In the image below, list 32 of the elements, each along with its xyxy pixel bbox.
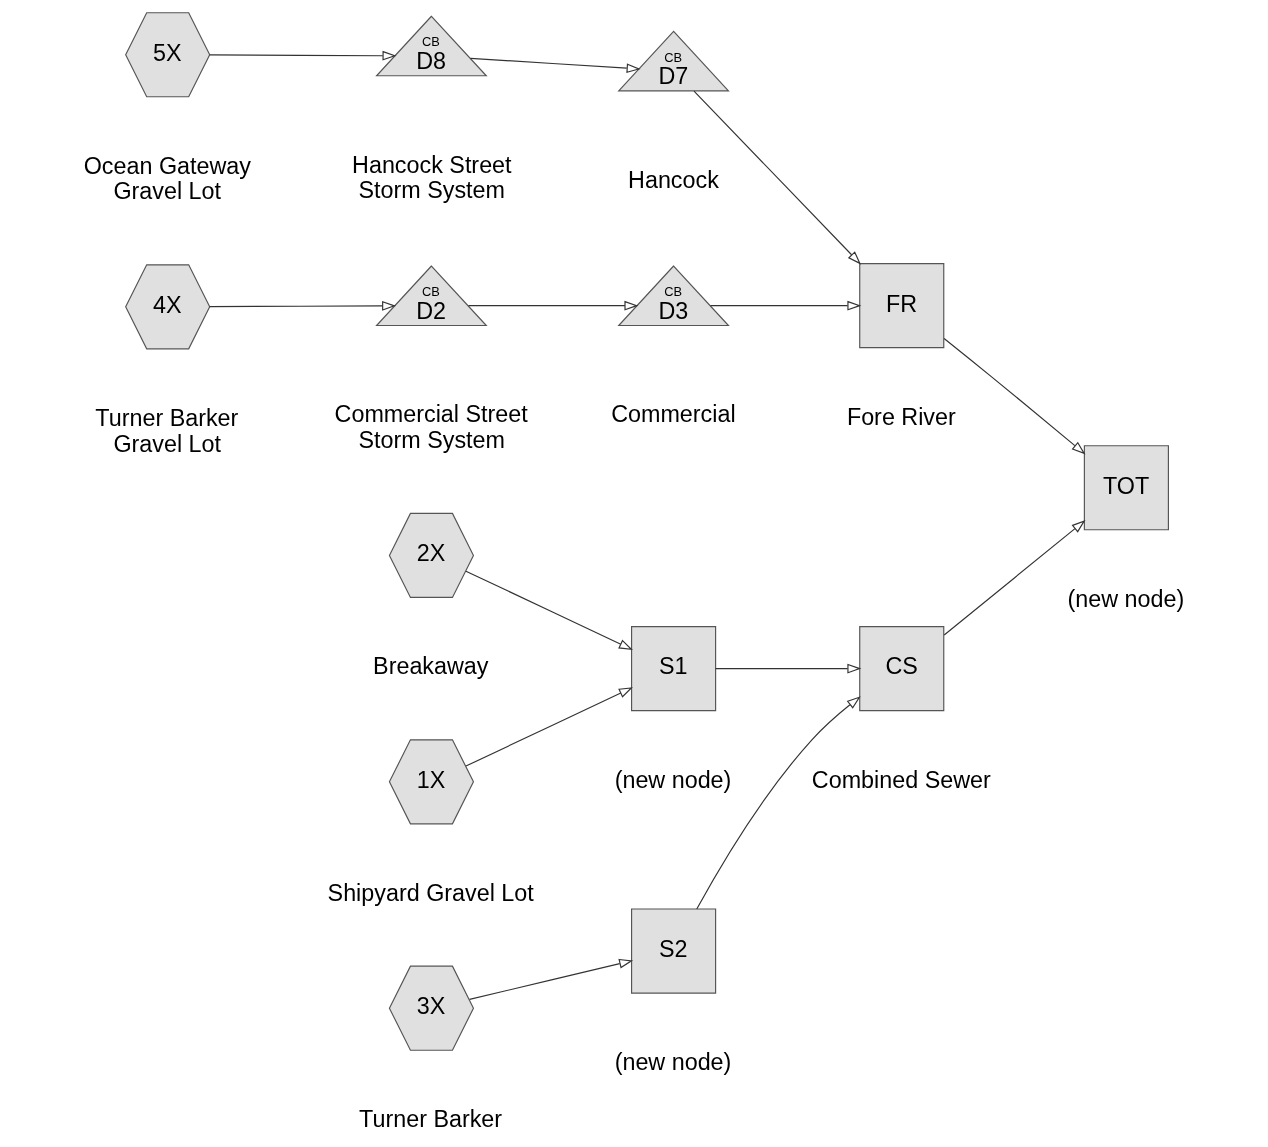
node-label: Commercial Street Storm System — [334, 401, 528, 454]
arrow — [208, 50, 397, 61]
arrow — [943, 520, 1086, 636]
node-box: S2 — [630, 908, 716, 994]
node-box: S1 — [630, 626, 716, 712]
node-label: Shipyard Gravel Lot — [327, 879, 534, 906]
arrow — [467, 300, 638, 311]
node-box: FR — [858, 263, 944, 349]
arrow — [714, 663, 861, 674]
arrow — [695, 696, 861, 910]
node-label: Breakaway — [372, 653, 488, 680]
node-label: Hancock — [627, 166, 719, 193]
node-label: (new node) — [614, 1049, 731, 1076]
arrow — [468, 958, 633, 1000]
node-box: TOT — [1083, 445, 1169, 531]
arrow — [464, 570, 633, 650]
arrow — [709, 300, 861, 311]
node-box: CS — [858, 626, 944, 712]
node-label: (new node) — [1066, 585, 1184, 612]
node-label: Commercial — [610, 401, 736, 428]
node-label: Turner Barker — [358, 1106, 502, 1133]
node-label: Turner Barker Gravel Lot — [94, 404, 238, 457]
node-label: Ocean Gateway Gravel Lot — [83, 152, 251, 205]
arrow — [208, 300, 396, 311]
arrow — [464, 687, 633, 767]
arrow — [692, 90, 861, 265]
arrow — [943, 337, 1085, 455]
node-label: Fore River — [846, 403, 956, 430]
node-label: Combined Sewer — [811, 766, 991, 793]
node-label: (new node) — [614, 766, 731, 793]
arrow — [469, 57, 641, 74]
node-label: Hancock Street Storm System — [351, 151, 512, 204]
